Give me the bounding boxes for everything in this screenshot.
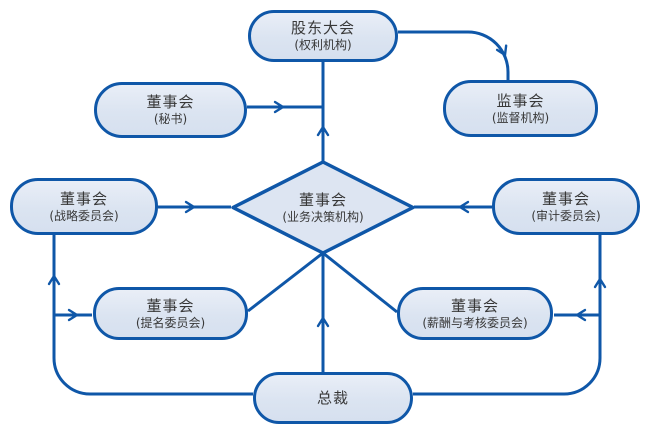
node-subtitle: (监督机构): [491, 110, 550, 125]
node-board-secretary: 董事会 (秘书): [94, 82, 247, 138]
arrowhead-up-right-rail-icon: [593, 276, 607, 289]
arrowhead-right-nomination-icon: [67, 308, 80, 322]
node-title: 董事会: [450, 296, 499, 315]
node-title: 董事会: [298, 191, 347, 209]
node-title: 董事会: [541, 189, 590, 208]
node-subtitle: (战略委员会): [49, 208, 119, 223]
node-subtitle: (审计委员会): [531, 208, 601, 223]
node-nomination-committee: 董事会 (提名委员会): [93, 287, 248, 340]
arrowhead-left-audit-icon: [457, 200, 470, 214]
node-strategy-committee: 董事会 (战略委员会): [10, 178, 158, 235]
node-title: 董事会: [146, 93, 195, 111]
node-title: 总裁: [316, 388, 349, 407]
node-shareholders-meeting: 股东大会 (权利机构): [248, 10, 398, 62]
node-remuneration-committee: 董事会 (薪酬与考核委员会): [397, 287, 553, 340]
node-subtitle: (秘书): [153, 112, 188, 126]
node-title: 监事会: [496, 91, 545, 110]
node-title: 股东大会: [290, 19, 355, 37]
connector-right-rail: [413, 235, 602, 396]
node-board-decision-diamond: [231, 160, 415, 255]
connector-board-to-remuneration: [322, 251, 398, 314]
arrowhead-right-secretary-icon: [273, 100, 286, 114]
node-subtitle: (权利机构): [294, 38, 352, 52]
node-supervisory-board: 监事会 (监督机构): [443, 80, 598, 137]
connector-left-rail: [52, 235, 253, 396]
node-audit-committee: 董事会 (审计委员会): [492, 178, 640, 235]
node-subtitle: (提名委员会): [135, 315, 206, 330]
connector-shareholders-to-supervisory: [398, 30, 510, 80]
node-board-decision-label: 董事会 (业务决策机构): [233, 171, 413, 244]
arrowhead-down-supervisory-icon: [495, 44, 508, 58]
node-title: 董事会: [146, 296, 195, 315]
arrowhead-right-strategy-icon: [184, 200, 197, 214]
arrowhead-up-left-rail-icon: [47, 273, 61, 286]
arrowhead-left-remuneration-icon: [574, 308, 587, 322]
node-subtitle: (薪酬与考核委员会): [422, 315, 528, 330]
arrowhead-up-trunk-icon: [316, 124, 330, 137]
node-president: 总裁: [253, 372, 413, 424]
arrowhead-up-president-icon: [316, 315, 330, 328]
node-title: 董事会: [59, 189, 108, 208]
node-subtitle: (业务决策机构): [282, 210, 364, 224]
connector-board-to-nomination: [247, 251, 324, 313]
